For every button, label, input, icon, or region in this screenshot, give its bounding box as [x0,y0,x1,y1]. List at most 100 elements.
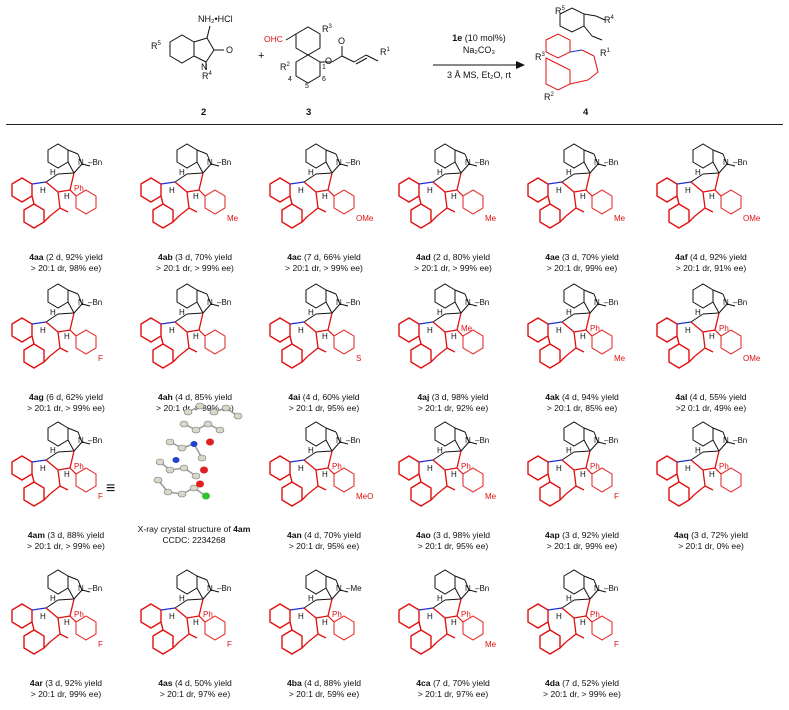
ring-substituent: S [356,354,362,363]
stereo-h-1: H [556,326,562,335]
reagent3-ring-6: 6 [322,76,326,83]
stereo-h-1: H [298,612,304,621]
reagent3-ring-5: 5 [305,83,309,90]
structure-drawing [656,143,742,229]
nh-label: H [308,308,314,317]
aryl-group: Ph [74,462,84,471]
reagent3-ohc: OHC [264,34,283,44]
product-caption: 4ad (2 d, 80% yield> 20:1 dr, > 99% ee) [414,252,492,273]
product4-r1: R1 [600,48,610,58]
stereo-h-1: H [40,612,46,621]
stereo-h-1: H [298,464,304,473]
product-caption: 4aq (3 d, 72% yield> 20:1 dr, 0% ee) [673,530,749,551]
nh-label: H [50,594,56,603]
xray-crystal-structure [153,402,243,500]
product-caption: 4al (4 d, 55% yield>2 0:1 dr, 49% ee) [675,392,747,413]
n-substituent: –Bn [217,298,232,307]
stereo-h-1: H [685,186,691,195]
stereo-h-2: H [322,470,328,479]
aryl-group: Ph [332,610,342,619]
structure-drawing [11,283,97,369]
structure-drawing [398,421,484,507]
n-substituent: –Bn [346,158,361,167]
ring-substituent: F [98,492,103,501]
nh-label: H [437,446,443,455]
reagent3-label: 3 [306,107,312,118]
product-caption: 4an (4 d, 70% yield> 20:1 dr, 95% ee) [286,530,362,551]
structure-drawing [269,143,355,229]
structure-drawing [140,569,226,655]
n-substituent: –Bn [88,584,103,593]
aryl-group: Ph [461,462,471,471]
reagent3-r2: R2 [280,62,290,72]
stereo-h-1: H [427,326,433,335]
structure-drawing [269,569,355,655]
oxindole-n: N [207,298,213,307]
stereo-h-2: H [322,618,328,627]
product-caption: 4da (7 d, 52% yield> 20:1 dr, > 99% ee) [543,678,621,699]
product-caption: 4ao (3 d, 98% yield> 20:1 dr, 95% ee) [415,530,491,551]
nh-label: H [437,594,443,603]
stereo-h-1: H [427,464,433,473]
n-substituent: –Bn [733,298,748,307]
reagent3-ring-4: 4 [288,76,292,83]
oxindole-n: N [465,436,471,445]
structure-drawing [11,421,97,507]
structure-drawing [140,143,226,229]
n-substituent: –Bn [88,298,103,307]
stereo-h-1: H [298,326,304,335]
n-substituent: –Bn [604,584,619,593]
ring-substituent: Me [614,354,626,363]
nh-label: H [566,168,572,177]
n-substituent: –Bn [733,158,748,167]
structure-drawing [11,143,97,229]
ring-substituent: Me [227,214,239,223]
oxindole-n: N [336,298,342,307]
reagent2-n: N [201,62,208,72]
stereo-h-1: H [685,326,691,335]
stereo-h-1: H [685,464,691,473]
oxindole-n: N [78,298,84,307]
condition-additives: 3 Å MS, Et₂O, rt [446,70,511,80]
stereo-h-2: H [193,618,199,627]
nh-label: H [695,168,701,177]
ring-substituent: Me [614,214,626,223]
n-substituent: –Bn [475,158,490,167]
stereo-h-2: H [193,192,199,201]
aryl-group: Ph [719,324,729,333]
aryl-group: Ph [332,462,342,471]
ring-substituent: Me [485,214,497,223]
reaction-scheme [169,7,606,91]
n-substituent: –Bn [217,158,232,167]
oxindole-n: N [207,584,213,593]
oxindole-n: N [723,436,729,445]
ring-substituent: F [98,640,103,649]
nh-label: H [566,308,572,317]
reagent3-ring-1: 1 [322,64,326,71]
stereo-h-1: H [40,326,46,335]
product4-r2: R2 [544,92,554,102]
oxindole-n: N [594,298,600,307]
nh-label: H [308,168,314,177]
reagent2-r4: R4 [202,71,212,81]
product-caption: 4ac (7 d, 66% yield> 20:1 dr, > 99% ee) [285,252,363,273]
oxindole-n: N [594,158,600,167]
structure-drawing [269,421,355,507]
reagent3-r3: R3 [322,24,332,34]
oxindole-n: N [78,584,84,593]
n-substituent: –Bn [475,298,490,307]
structure-drawing [527,421,613,507]
structure-drawing [11,569,97,655]
n-substituent: –Bn [88,158,103,167]
